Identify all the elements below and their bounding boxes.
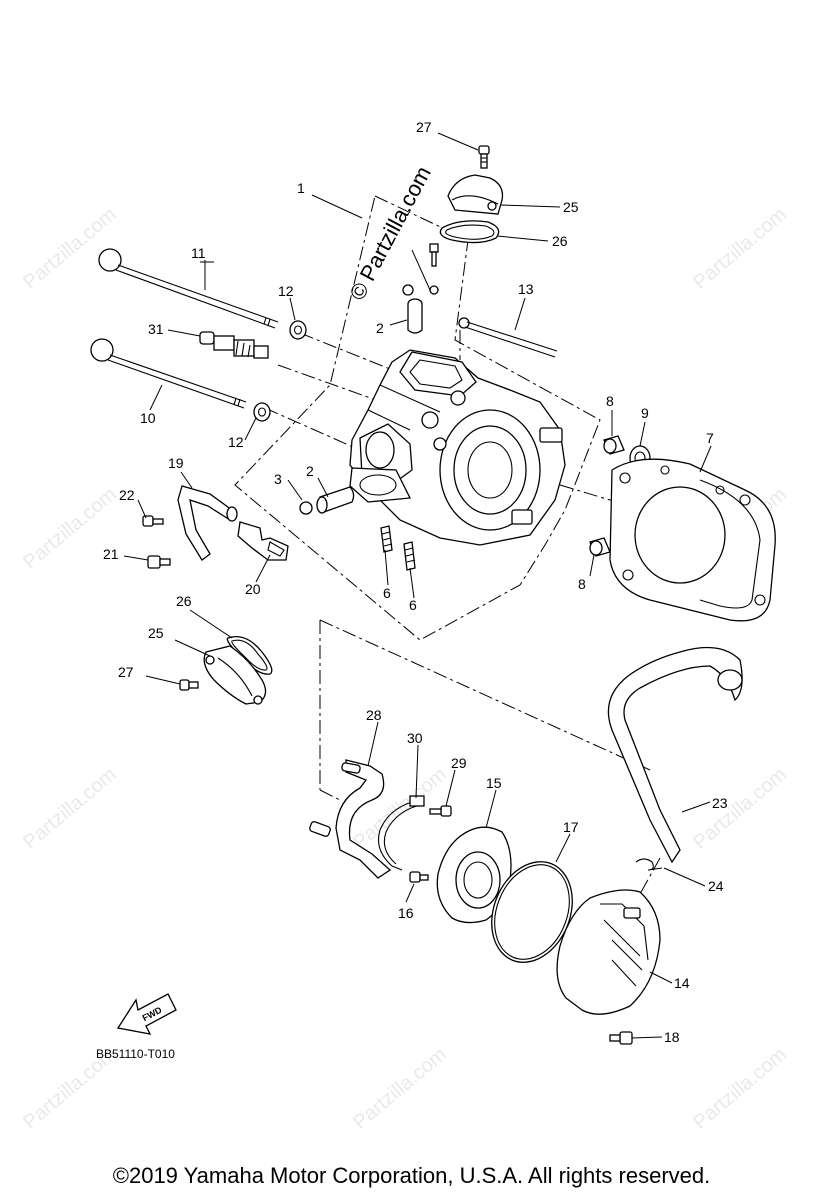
valve-guide-2-lower (316, 486, 355, 514)
callout-24: 24 (708, 878, 724, 894)
callout-25-lower: 25 (148, 625, 164, 641)
o-ring-17 (491, 861, 573, 963)
fwd-arrow-icon: FWD (116, 993, 177, 1035)
copyright-notice: ©2019 Yamaha Motor Corporation, U.S.A. A… (112, 1163, 711, 1188)
callout-2-lower: 2 (306, 463, 314, 479)
watermark-text: Partzilla.com (689, 203, 791, 293)
callout-numbers: 27 25 26 1 11 12 13 2 31 8 9 7 10 12 19 … (103, 119, 728, 1045)
bolt-27-lower (179, 679, 199, 691)
bolt-10 (90, 338, 247, 409)
bolt-16 (409, 871, 429, 883)
callout-9: 9 (641, 405, 649, 421)
callout-18: 18 (664, 1029, 680, 1045)
callout-11: 11 (191, 245, 206, 261)
callout-19: 19 (168, 455, 184, 471)
sensor-20 (237, 521, 289, 561)
diagram-code: BB51110-T010 (96, 1047, 175, 1061)
callout-10: 10 (140, 410, 156, 426)
cap-25-lower (203, 645, 267, 705)
callout-27-lower: 27 (118, 664, 134, 680)
small-bolt (402, 243, 439, 296)
leader-lines (123, 132, 712, 1039)
callout-27-top: 27 (416, 119, 432, 135)
stud-6-right (403, 541, 416, 571)
callout-29: 29 (451, 755, 467, 771)
gasket-26-top (439, 220, 500, 244)
valve-guide-2-upper (407, 298, 423, 334)
seal-3 (299, 501, 313, 515)
watermark-main-text: Partzilla.com (355, 162, 436, 285)
callout-21: 21 (103, 546, 119, 562)
callout-8-upper: 8 (606, 393, 614, 409)
bolt-27-top (478, 145, 490, 169)
stud-6-left (380, 525, 393, 553)
watermark-text: Partzilla.com (689, 1043, 791, 1133)
callout-1: 1 (297, 180, 305, 196)
callout-25-top: 25 (563, 199, 579, 215)
callout-26-lower: 26 (176, 593, 192, 609)
bolt-18 (609, 1031, 633, 1045)
callout-28: 28 (366, 707, 382, 723)
callout-17: 17 (563, 819, 579, 835)
callout-12-lower: 12 (228, 434, 244, 450)
band-30 (377, 795, 425, 871)
cover-15 (436, 826, 512, 924)
bracket-28 (309, 759, 392, 879)
callout-30: 30 (407, 730, 423, 746)
callout-16: 16 (398, 905, 414, 921)
callout-6-right: 6 (409, 597, 417, 613)
gasket-7 (609, 458, 776, 622)
watermark-text: Partzilla.com (689, 763, 791, 853)
callout-26-top: 26 (552, 233, 568, 249)
main-watermark: © Partzilla.com (344, 162, 436, 304)
clip-24 (635, 858, 663, 871)
callout-6-left: 6 (383, 585, 391, 601)
callout-23: 23 (712, 795, 728, 811)
cover-14 (556, 889, 661, 1015)
bolt-21 (147, 555, 171, 569)
cylinder-head-body (349, 349, 566, 546)
stud-13 (458, 317, 558, 358)
callout-7: 7 (706, 430, 714, 446)
cylinder-head-assembly-outline (234, 195, 601, 641)
callout-20: 20 (245, 581, 261, 597)
callout-22: 22 (119, 487, 135, 503)
watermark-text: Partzilla.com (19, 203, 121, 293)
cap-25-top (447, 174, 504, 215)
callout-3: 3 (274, 471, 282, 487)
hose-23 (607, 646, 743, 864)
callout-12-upper: 12 (278, 283, 294, 299)
callout-15: 15 (486, 775, 502, 791)
watermark-text: Partzilla.com (349, 1043, 451, 1133)
dowel-8-upper (603, 435, 625, 455)
bolt-11 (98, 248, 279, 329)
callout-2-upper: 2 (376, 320, 384, 336)
watermark-text: Partzilla.com (19, 763, 121, 853)
callout-13: 13 (518, 281, 534, 297)
washer-12-upper (289, 320, 307, 340)
pipe-19 (177, 485, 238, 561)
bolt-22 (142, 515, 164, 527)
spark-plug-31 (199, 331, 269, 359)
bolt-29 (429, 805, 452, 817)
callout-14: 14 (674, 975, 690, 991)
callout-31: 31 (148, 321, 164, 337)
washer-12-lower (253, 402, 271, 422)
dowel-8-lower (589, 537, 611, 557)
callout-8-lower: 8 (578, 576, 586, 592)
